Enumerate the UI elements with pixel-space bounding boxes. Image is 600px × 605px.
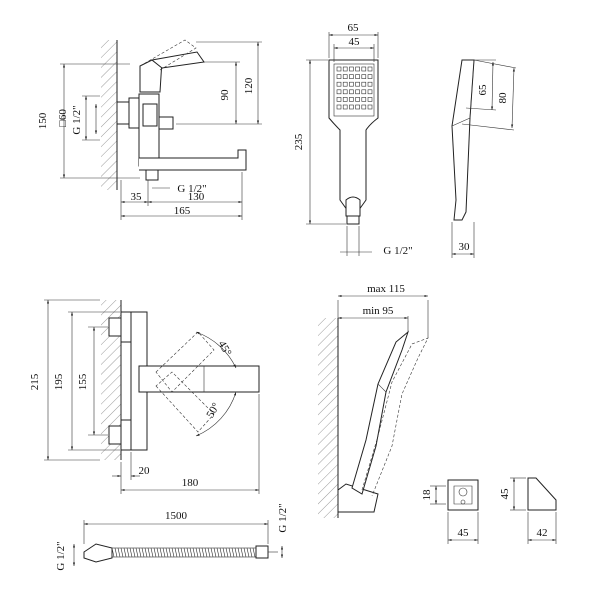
dim-35: 35 xyxy=(131,191,143,203)
wall-hatch-holder xyxy=(318,318,338,518)
spout-side xyxy=(139,149,247,171)
wall-hatch-top xyxy=(101,300,121,460)
dim-155: 155 xyxy=(77,373,89,390)
mixer-top-view: 45° 50° 215 195 155 20 180 xyxy=(29,299,260,494)
holder-side xyxy=(527,477,557,511)
angle-45: 45° xyxy=(216,339,234,358)
shower-on-holder-view: max 115 min 95 xyxy=(318,283,429,518)
dim-165: 165 xyxy=(174,205,191,217)
dim-30-side: 30 xyxy=(459,241,471,253)
shower-in-holder xyxy=(351,330,410,495)
dim-g-half-left: G 1/2" xyxy=(71,105,83,134)
hand-shower-side-view: 65 80 30 xyxy=(451,59,517,258)
dim-square-60: □60 xyxy=(57,109,69,127)
hose-view: 1500 G 1/2" G 1/2" xyxy=(55,503,289,570)
dim-45-holder-height: 45 xyxy=(499,488,511,500)
dim-120: 120 xyxy=(243,77,255,94)
dim-130: 130 xyxy=(188,191,205,203)
hose-right-nut xyxy=(255,545,269,559)
dim-235: 235 xyxy=(293,133,305,150)
dim-45-head: 45 xyxy=(349,36,361,48)
hand-shower-profile xyxy=(451,59,475,221)
dim-215: 215 xyxy=(29,373,41,390)
wall-holder xyxy=(337,483,379,513)
lever-side xyxy=(139,59,163,93)
dim-g-half-hose-left: G 1/2" xyxy=(55,541,67,570)
dim-max-115: max 115 xyxy=(367,283,405,295)
dim-65-head: 65 xyxy=(348,22,360,34)
nozzle-grid xyxy=(336,66,373,110)
hose-coil xyxy=(111,547,257,558)
dim-195: 195 xyxy=(53,373,65,390)
angle-50: 50° xyxy=(204,401,222,420)
hose-left-nut xyxy=(83,543,113,563)
hand-shower-front-view: 65 45 235 G 1/2" xyxy=(293,22,413,257)
dim-42: 42 xyxy=(537,527,548,539)
wall-hatch xyxy=(101,40,117,190)
mixer-side-view: 150 □60 G 1/2" 90 120 G 1/2" 35 130 165 xyxy=(37,39,262,220)
dim-45-holder-width: 45 xyxy=(458,527,470,539)
dim-65-side: 65 xyxy=(477,84,489,96)
dim-20: 20 xyxy=(139,465,151,477)
dim-g-half-shower: G 1/2" xyxy=(383,245,412,257)
dim-g-half-bottom: G 1/2" xyxy=(177,183,206,195)
dim-90: 90 xyxy=(219,89,231,101)
dim-g-half-hose-right: G 1/2" xyxy=(277,503,289,532)
lever-top xyxy=(138,365,260,393)
holder-detail-views: 18 45 45 42 xyxy=(421,477,557,544)
dim-150: 150 xyxy=(37,112,49,129)
holder-front xyxy=(447,479,479,511)
dim-180: 180 xyxy=(182,477,199,489)
dim-18: 18 xyxy=(421,489,433,501)
dim-min-95: min 95 xyxy=(363,305,394,317)
dim-80-side: 80 xyxy=(497,92,509,104)
dim-1500: 1500 xyxy=(165,510,188,522)
